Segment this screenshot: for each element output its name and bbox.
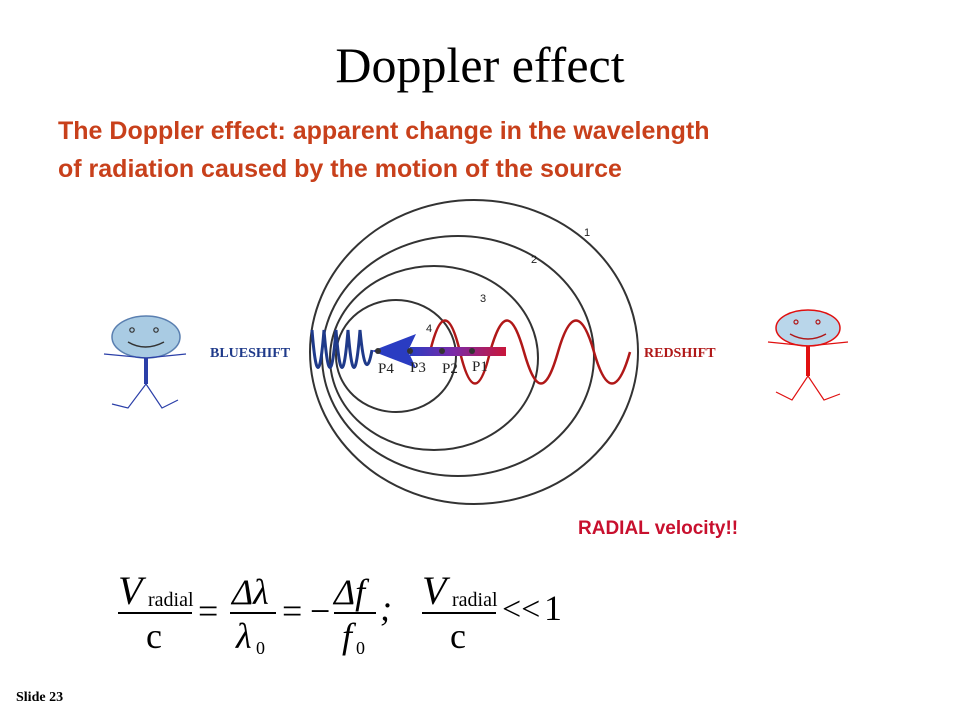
subtitle: The Doppler effect: apparent change in t… xyxy=(58,112,918,188)
point-label-p4: P4 xyxy=(378,361,394,377)
eq-lambda0: λ xyxy=(235,616,252,656)
blue-observer-arm-right xyxy=(145,353,187,359)
circle-label-4: 4 xyxy=(426,323,432,335)
eq-c-2: c xyxy=(450,616,466,656)
point-label-p1: P1 xyxy=(472,359,488,375)
eq-v-2: V xyxy=(422,568,451,613)
blue-observer-eye-left xyxy=(129,327,135,333)
blue-observer-leg-left xyxy=(111,383,147,409)
blue-observer-leg-right xyxy=(145,383,179,409)
circle-label-1: 1 xyxy=(584,227,590,239)
eq-radial-sub-2: radial xyxy=(452,589,498,611)
source-point-p4 xyxy=(375,348,381,354)
eq-equals-2: = xyxy=(282,591,302,631)
redshift-label: REDSHIFT xyxy=(644,346,716,361)
subtitle-line-2: of radiation caused by the motion of the… xyxy=(58,155,622,183)
red-observer-arm-right xyxy=(807,341,849,347)
motion-arrow-head xyxy=(372,334,416,368)
radial-velocity-note: RADIAL velocity!! xyxy=(578,518,739,539)
source-point-p2 xyxy=(439,348,445,354)
blue-observer-eye-right xyxy=(153,327,159,333)
doppler-equation: V radial c = Δλ λ 0 = − Δf f 0 ; V radia… xyxy=(118,568,562,658)
red-observer-figure xyxy=(767,309,849,401)
circle-label-3: 3 xyxy=(480,293,486,305)
blue-observer-face xyxy=(111,315,181,359)
motion-arrow-shaft xyxy=(410,347,506,356)
eq-much-less: << xyxy=(502,591,540,628)
eq-minus: − xyxy=(310,591,330,631)
red-observer-eye-right xyxy=(815,319,821,325)
subtitle-line-1: The Doppler effect: apparent change in t… xyxy=(58,117,710,145)
eq-c-1: c xyxy=(146,616,162,656)
point-label-p2: P2 xyxy=(442,361,458,377)
blueshift-wave xyxy=(310,329,374,369)
red-observer-eye-left xyxy=(793,319,799,325)
eq-delta-f: Δf xyxy=(332,572,370,612)
eq-radial-sub-1: radial xyxy=(148,589,194,611)
red-observer-arm-left xyxy=(767,341,809,347)
red-observer-leg-right xyxy=(807,375,841,401)
eq-semicolon: ; xyxy=(380,588,392,628)
blue-observer-smile xyxy=(127,341,165,348)
eq-v-1: V xyxy=(118,568,147,613)
point-label-p3: P3 xyxy=(410,360,426,376)
red-observer-smile xyxy=(789,333,827,340)
blueshift-label: BLUESHIFT xyxy=(210,346,291,361)
source-point-p1 xyxy=(469,348,475,354)
red-observer-face xyxy=(775,309,841,347)
source-point-p3 xyxy=(407,348,413,354)
blue-observer-arm-left xyxy=(103,353,147,359)
eq-delta-lambda: Δλ xyxy=(230,572,269,612)
eq-one: 1 xyxy=(544,588,562,628)
slide-number: Slide 23 xyxy=(16,690,64,705)
eq-f0: f xyxy=(342,616,357,656)
circle-label-2: 2 xyxy=(531,254,537,266)
page-title: Doppler effect xyxy=(335,37,625,93)
blue-observer-figure xyxy=(103,315,187,409)
red-observer-leg-left xyxy=(775,375,809,401)
eq-equals-1: = xyxy=(198,591,218,631)
wavefront-circle-1 xyxy=(309,199,639,505)
eq-f0-sub: 0 xyxy=(356,638,365,658)
wavefront-circle-3 xyxy=(329,265,539,451)
eq-lambda0-sub: 0 xyxy=(256,638,265,658)
